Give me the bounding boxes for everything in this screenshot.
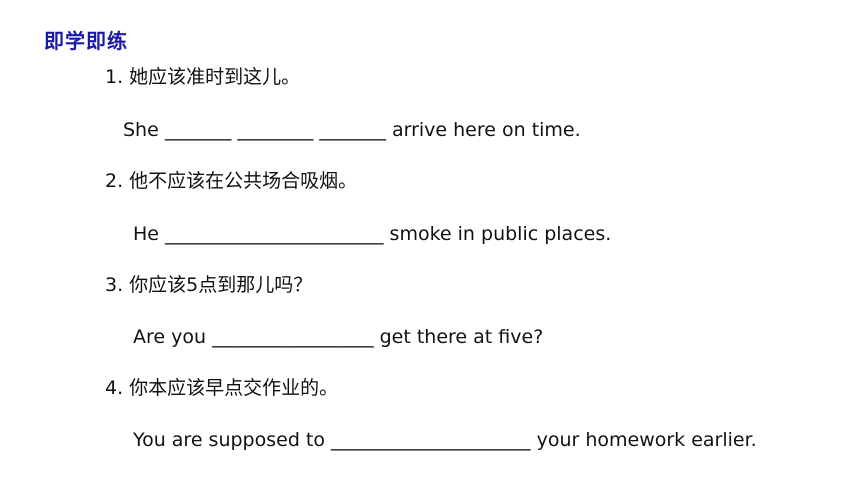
question-2-prompt: 2. 他不应该在公共场合吸烟。	[105, 170, 358, 192]
section-title: 即学即练	[44, 29, 128, 53]
question-4-answer-line: You are supposed to ____________________…	[133, 429, 757, 451]
question-1-prompt: 1. 她应该准时到这儿。	[105, 66, 301, 88]
question-3-prompt: 3. 你应该5点到那儿吗？	[105, 274, 313, 296]
question-1-answer-line: She _______ ________ _______ arrive here…	[123, 119, 581, 141]
question-3-answer-line: Are you _________________ get there at f…	[133, 326, 544, 348]
question-2-answer-line: He _______________________ smoke in publ…	[133, 223, 612, 245]
question-4-prompt: 4. 你本应该早点交作业的。	[105, 377, 339, 399]
